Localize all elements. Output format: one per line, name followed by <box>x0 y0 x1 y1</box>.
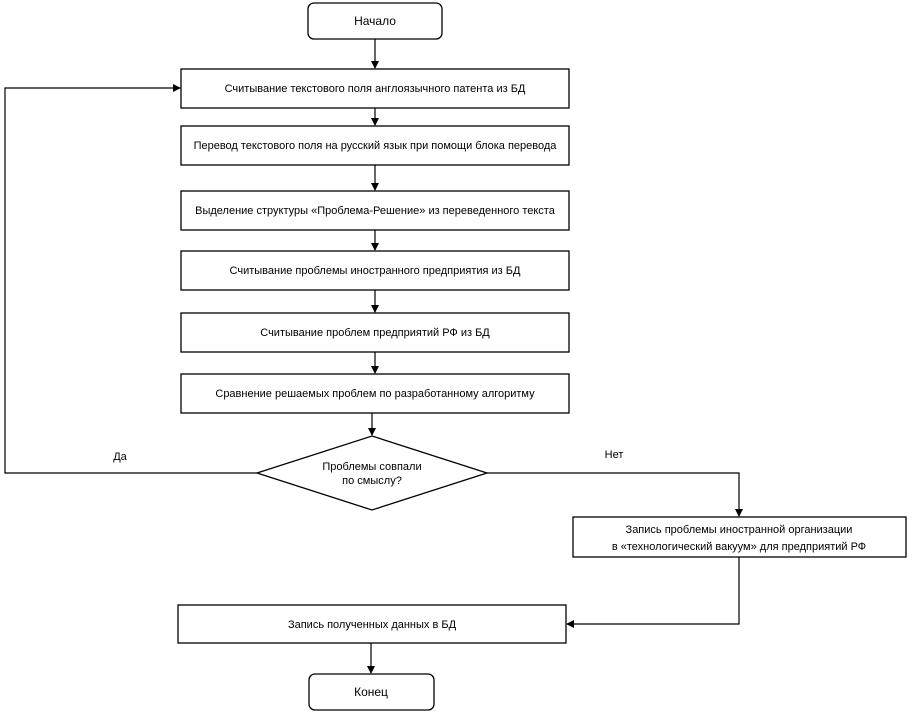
decision-label-line2: по смыслу? <box>342 475 402 487</box>
vacuum-label-line1: Запись проблемы иностранной организации <box>626 524 853 536</box>
end-label: Конец <box>354 685 388 699</box>
yes-label: Да <box>113 451 127 463</box>
step-extract-structure: Выделение структуры «Проблема-Решение» и… <box>180 190 570 231</box>
save-label: Запись полученных данных в БД <box>288 619 457 631</box>
step-read-patent: Считывание текстового поля англоязычного… <box>180 68 570 109</box>
step-compare: Сравнение решаемых проблем по разработан… <box>180 373 570 414</box>
save-data-node: Запись полученных данных в БД <box>177 604 567 644</box>
decision-node: Проблемы совпали по смыслу? <box>254 435 490 511</box>
step-label: Выделение структуры «Проблема-Решение» и… <box>195 205 556 217</box>
end-node: Конец <box>308 673 435 711</box>
step-translate: Перевод текстового поля на русский язык … <box>180 125 570 166</box>
step-read-rf-problems: Считывание проблем предприятий РФ из БД <box>180 312 570 353</box>
step-label: Считывание текстового поля англоязычного… <box>225 83 526 95</box>
arrow-yes-loop <box>4 84 257 474</box>
start-label: Начало <box>354 14 396 28</box>
arrow-no-to-vacuum <box>487 472 743 517</box>
step-label: Перевод текстового поля на русский язык … <box>194 140 558 152</box>
decision-label-line1: Проблемы совпали <box>322 461 421 473</box>
vacuum-label-line2: в «технологический вакуум» для предприят… <box>612 541 866 553</box>
step-label: Считывание проблем предприятий РФ из БД <box>260 327 490 339</box>
vacuum-record-node: Запись проблемы иностранной организации … <box>572 516 907 558</box>
start-node: Начало <box>307 2 443 40</box>
step-read-foreign-problem: Считывание проблемы иностранного предпри… <box>180 250 570 291</box>
step-label: Сравнение решаемых проблем по разработан… <box>215 388 535 400</box>
arrow-vacuum-to-save <box>566 557 740 628</box>
step-label: Считывание проблемы иностранного предпри… <box>230 265 521 277</box>
no-label: Нет <box>605 449 624 461</box>
